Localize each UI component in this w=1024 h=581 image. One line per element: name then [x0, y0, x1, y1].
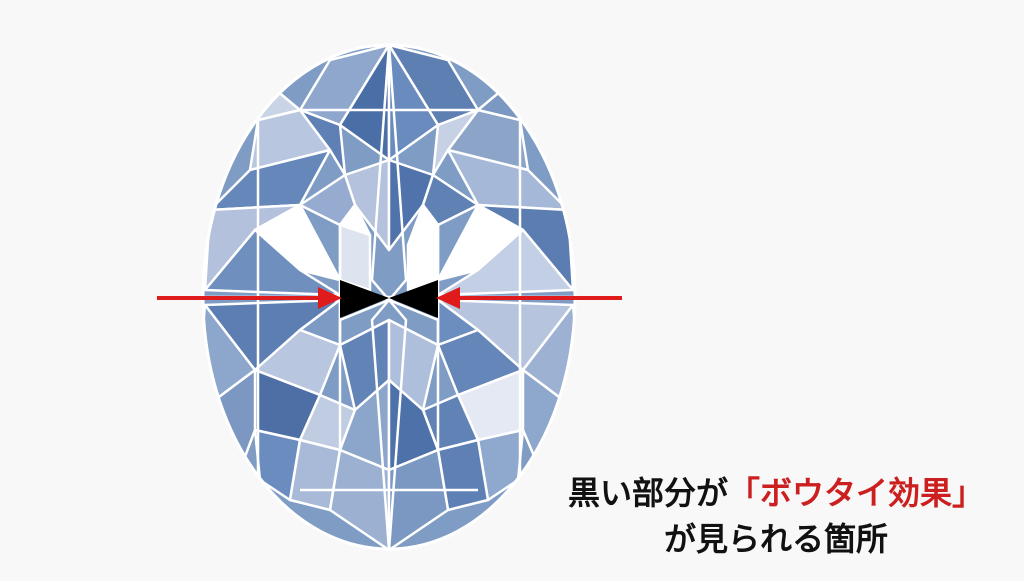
left-arrow-icon: [157, 287, 342, 309]
caption-prefix: 黒い部分が: [567, 474, 728, 512]
right-arrow-icon: [436, 287, 622, 309]
bowtie-region: [340, 280, 438, 318]
caption-line-1: 黒い部分が「ボウタイ効果」: [546, 470, 1006, 516]
caption-line-2: が見られる箇所: [663, 520, 888, 558]
caption: 黒い部分が「ボウタイ効果」 が見られる箇所: [546, 470, 1006, 562]
caption-highlight: 「ボウタイ効果」: [728, 474, 985, 512]
